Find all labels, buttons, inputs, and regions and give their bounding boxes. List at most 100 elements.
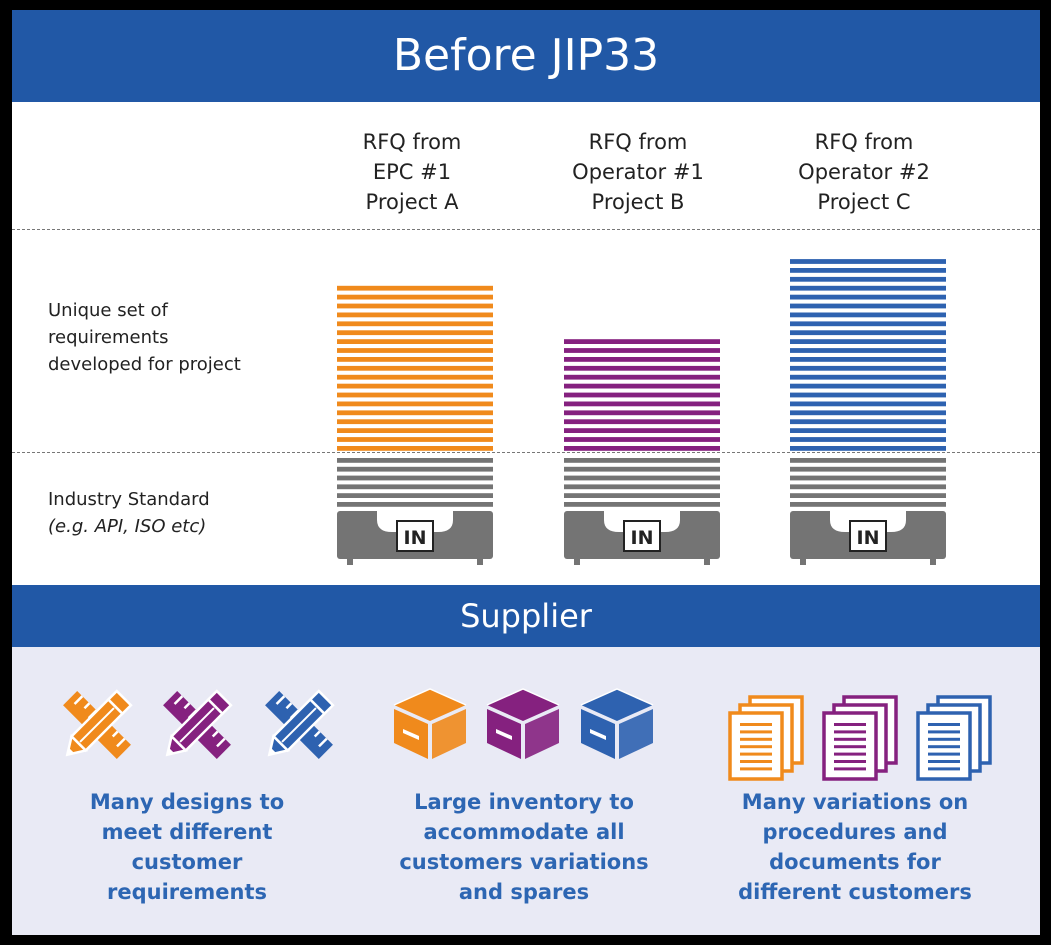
requirement-line [790,259,946,264]
requirement-line [337,348,493,353]
standard-line [337,502,493,507]
tray-label-box [849,520,887,552]
requirement-line [790,428,946,433]
caption-line: requirements [107,880,267,904]
tray-label: IN [631,527,654,549]
requirement-line [790,446,946,451]
inbox-tray-icon: IN [790,511,946,565]
supplier-band [12,585,1040,647]
requirement-line [790,294,946,300]
requirement-line [337,428,493,433]
row-label-note: (e.g. API, ISO etc) [48,516,207,537]
tray-foot [477,559,483,565]
column-header-line: Operator #2 [798,160,930,184]
standard-line [564,475,720,481]
requirement-line [564,383,720,389]
requirement-line [790,392,946,398]
requirement-line [564,374,720,380]
caption-line: documents for [769,850,941,874]
standard-line [790,458,946,463]
standard-line [564,502,720,507]
requirement-line [564,419,720,425]
requirement-line [790,401,946,407]
inbox-tray-icon: IN [337,511,493,565]
requirement-line [337,446,493,451]
requirement-stack-2 [564,339,720,451]
requirement-line [564,428,720,433]
column-header-line: Project A [365,190,459,214]
caption-line: and spares [458,880,590,904]
requirement-line [564,348,720,353]
standard-line [564,466,720,472]
column-header-line: Project B [591,190,685,214]
requirement-line [790,348,946,353]
caption-line: accommodate all [423,820,625,844]
standard-line [337,475,493,481]
standard-line [564,484,720,490]
row-label-standard: Industry Standard (e.g. API, ISO etc) [48,486,210,540]
requirement-line [564,392,720,398]
column-header-line: RFQ from [814,130,914,154]
standard-line [337,466,493,472]
requirement-line [564,410,720,416]
standard-line [337,493,493,498]
requirement-line [337,410,493,416]
standard-line [337,484,493,490]
requirement-line [564,365,720,371]
column-header-line: RFQ from [362,130,462,154]
tray-foot [347,559,353,565]
tray-foot [800,559,806,565]
supplier-title: Supplier [460,597,592,635]
column-header-1: RFQ from EPC #1 Project A [312,127,512,217]
requirement-line [337,303,493,309]
tray-label-box [623,520,661,552]
requirement-line [790,383,946,389]
requirement-line [790,365,946,371]
standard-stack-3 [790,458,946,507]
column-header-line: Operator #1 [572,160,704,184]
requirement-line [790,321,946,327]
standard-line [337,458,493,463]
requirement-line [790,330,946,336]
requirement-line [337,437,493,442]
caption-line: procedures and [762,820,948,844]
requirement-line [790,285,946,291]
divider-middle [12,452,1040,453]
requirement-line [337,357,493,362]
requirement-line [790,268,946,273]
row-label-unique: Unique set of requirements developed for… [48,297,241,378]
row-label-line: Industry Standard [48,489,210,510]
requirement-stacks: IN IN IN [337,259,946,565]
requirement-line [337,383,493,389]
standard-stack-2 [564,458,720,507]
requirement-line [337,365,493,371]
tray-label: IN [857,527,880,549]
requirement-line [564,446,720,451]
standard-line [564,458,720,463]
supplier-caption-designs: Many designs to meet different customer … [37,787,337,907]
requirement-line [337,294,493,300]
standard-stack-1 [337,458,493,507]
divider-top [12,229,1040,230]
tray-foot [574,559,580,565]
requirement-line [790,357,946,362]
column-header-line: Project C [817,190,911,214]
tray-label: IN [404,527,427,549]
requirement-line [337,392,493,398]
requirement-line [564,339,720,344]
diagram-frame: Before JIP33 RFQ from EPC #1 Project A R… [12,10,1040,935]
requirement-stack-1 [337,285,493,451]
caption-line: Large inventory to [414,790,634,814]
requirement-line [790,276,946,282]
standard-line [564,493,720,498]
row-label-line: developed for project [48,354,241,375]
standard-line [790,502,946,507]
requirement-line [337,419,493,425]
page-title: Before JIP33 [392,30,660,81]
tray-label-box [396,520,434,552]
tray-foot [704,559,710,565]
requirement-line [337,330,493,336]
caption-line: different customers [738,880,972,904]
requirement-line [337,285,493,291]
requirement-line [337,339,493,344]
